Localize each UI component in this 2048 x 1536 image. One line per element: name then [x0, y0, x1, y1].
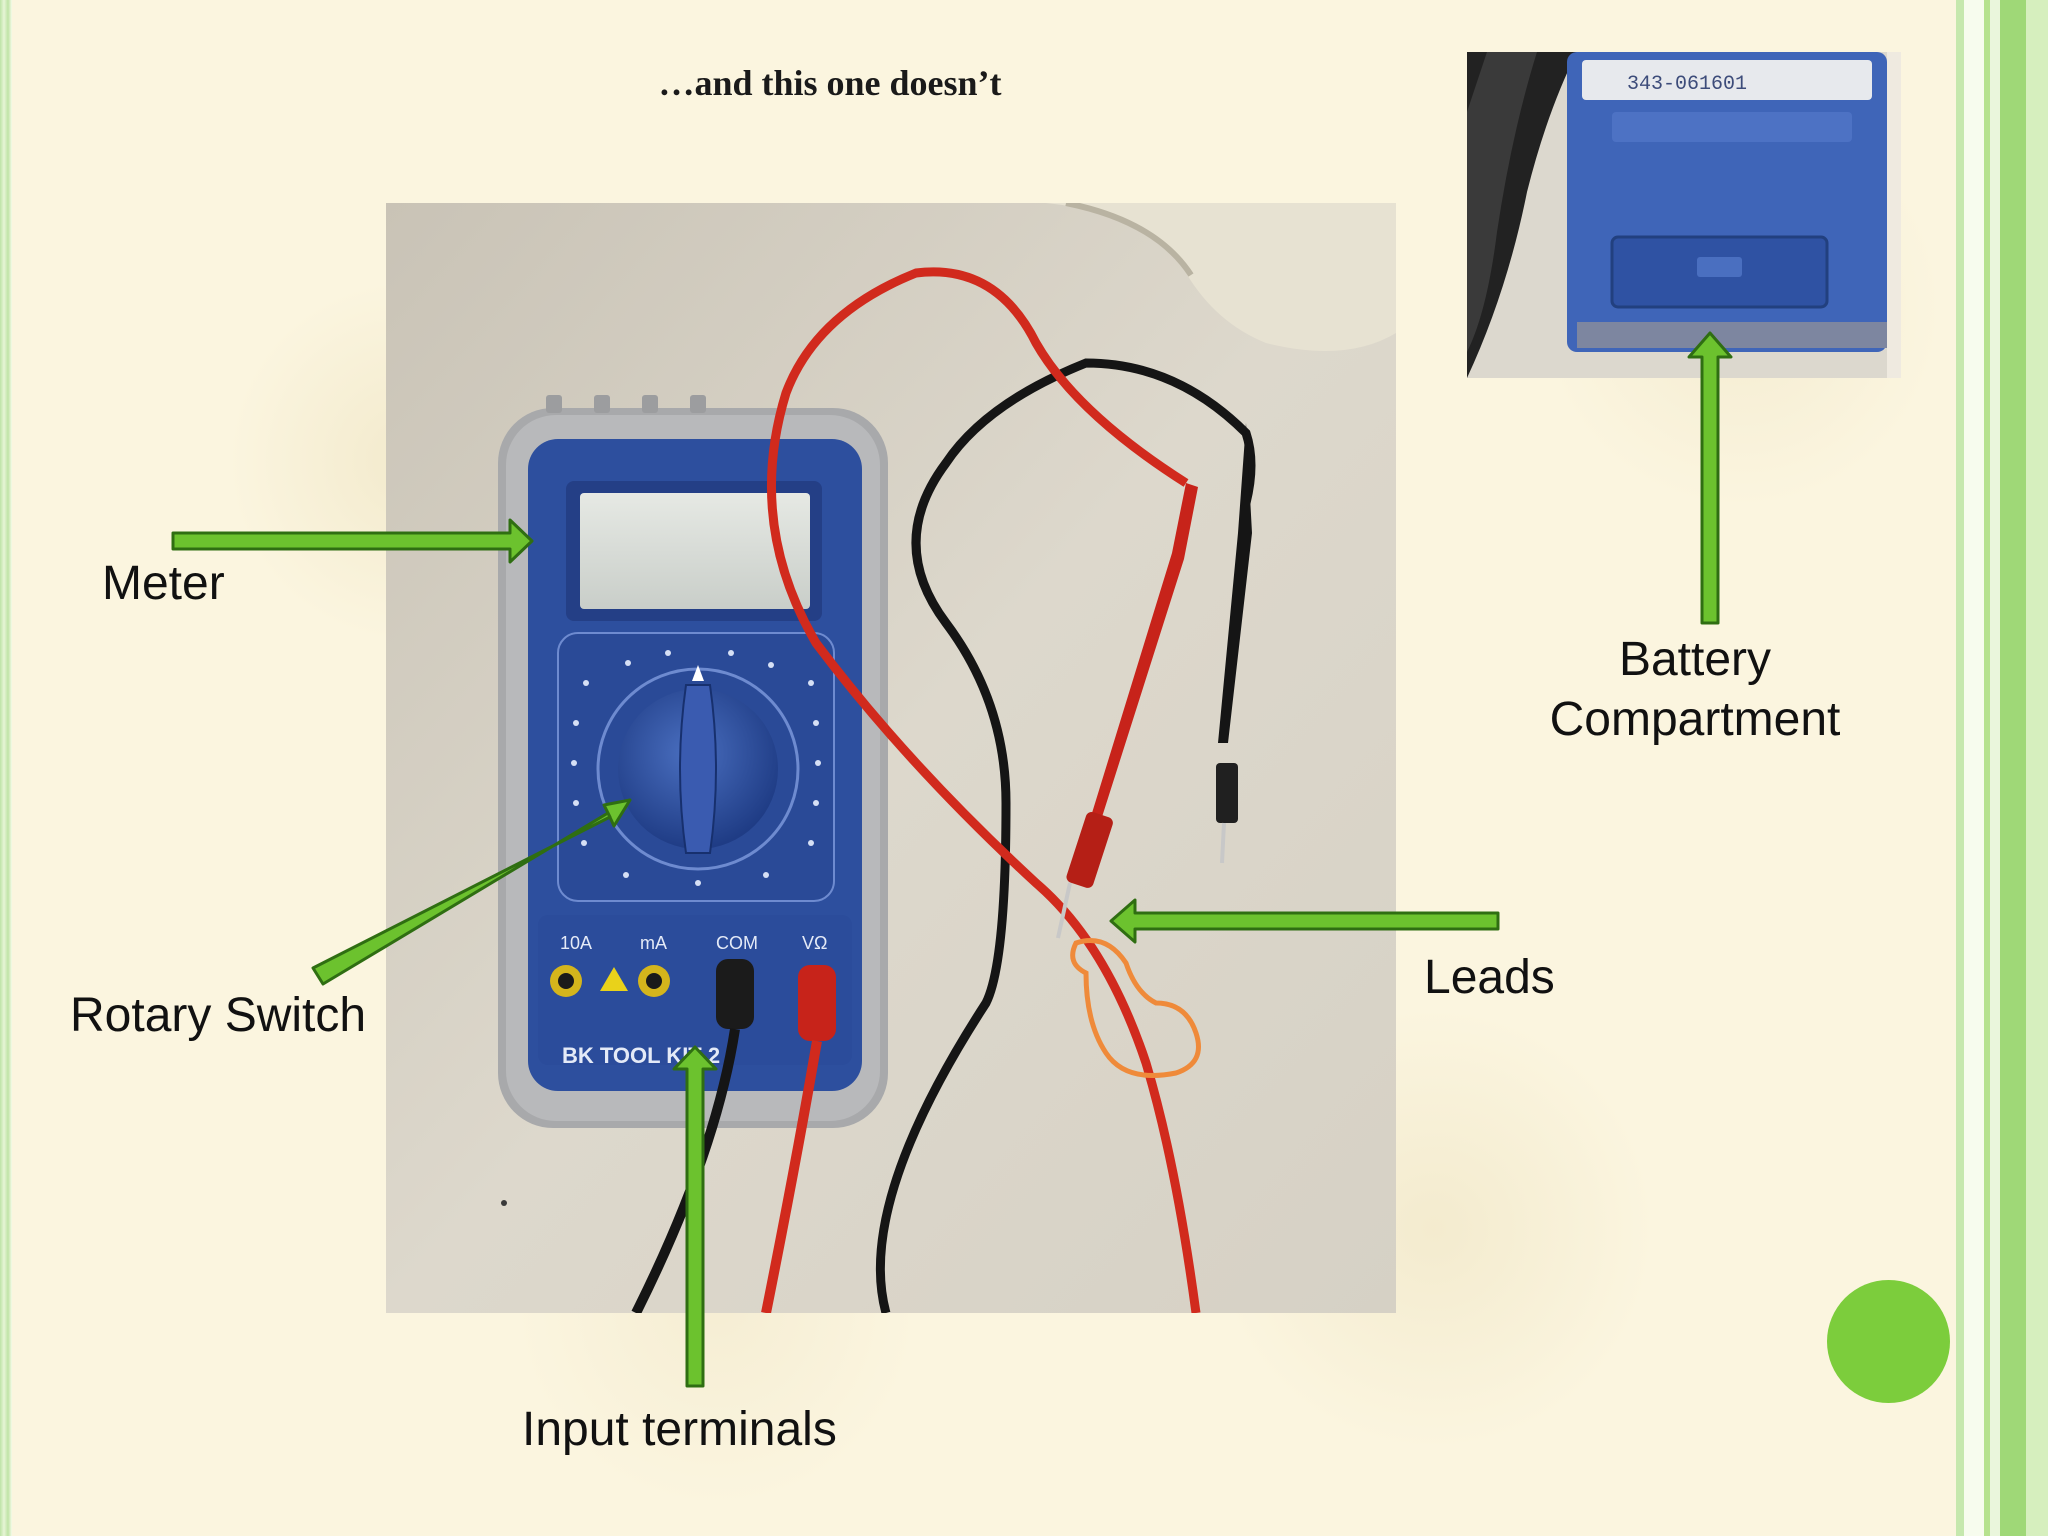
brand-text: BK TOOL KIT 2	[562, 1043, 720, 1068]
multimeter-photo: 10A mA COM VΩ BK TOOL KIT 2	[386, 203, 1396, 1313]
terminal-label-com: COM	[716, 933, 758, 953]
input-terminals-label: Input terminals	[522, 1403, 837, 1456]
battery-label-line2: Compartment	[1549, 693, 1841, 746]
terminal-label-10a: 10A	[560, 933, 592, 953]
leads-label: Leads	[1424, 951, 1555, 1004]
decorative-green-circle	[1827, 1280, 1950, 1403]
terminal-label-ma: mA	[640, 933, 667, 953]
rotary-switch-label: Rotary Switch	[70, 989, 367, 1042]
slide-title: …and this one doesn’t	[658, 63, 1002, 103]
battery-compartment-label: Battery Compartment	[1530, 630, 1860, 750]
battery-label-line1: Battery	[1618, 633, 1772, 686]
terminal-label-vohm: VΩ	[802, 933, 827, 953]
meter-label: Meter	[102, 557, 225, 610]
right-border-decoration	[1956, 0, 2048, 1536]
battery-compartment-photo: 343-061601	[1467, 52, 1901, 378]
serial-number-text: 343-061601	[1627, 73, 1747, 96]
left-border-decoration	[0, 0, 12, 1536]
